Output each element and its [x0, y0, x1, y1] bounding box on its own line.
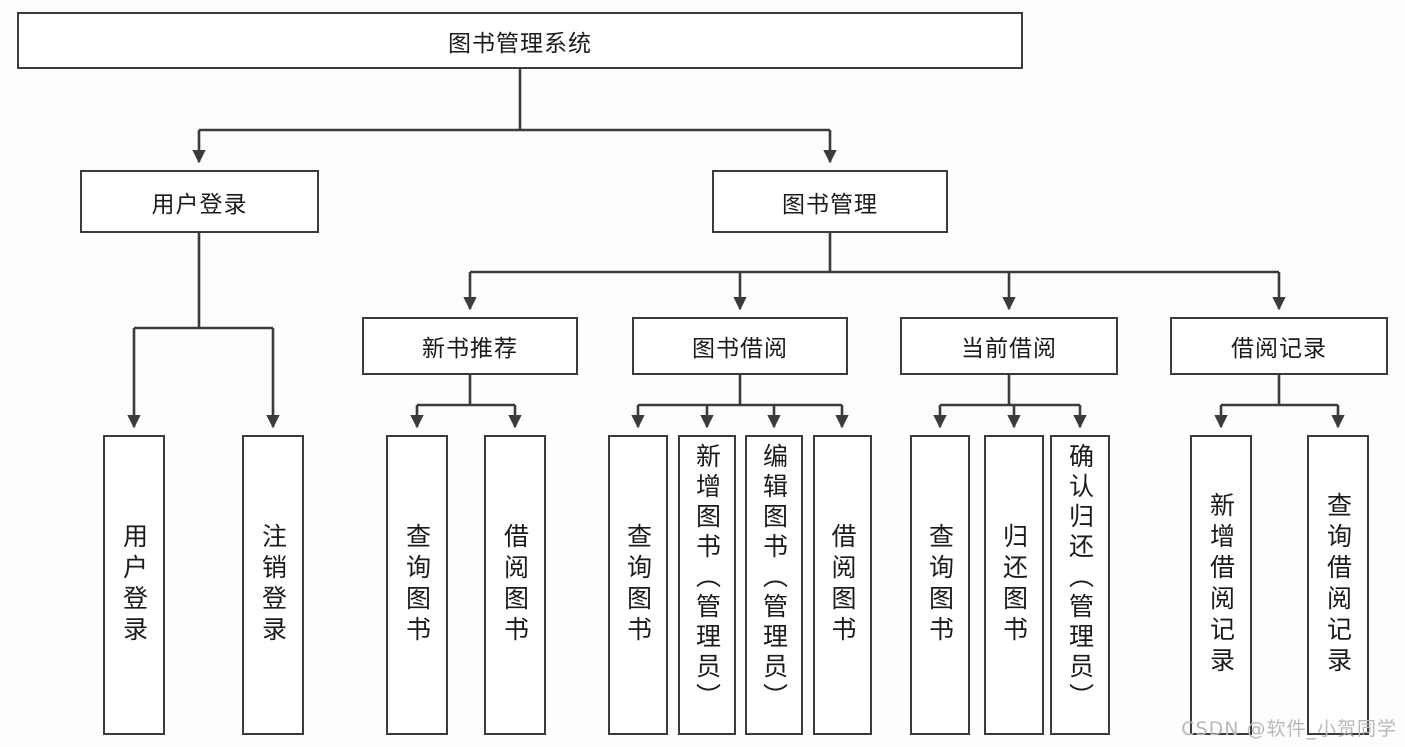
watermark: CSDN @软件_小贺同学: [1181, 718, 1397, 740]
node-level2-user-login[interactable]: 用户登录: [80, 170, 319, 233]
node-root[interactable]: 图书管理系统: [17, 12, 1023, 69]
node-leaf-add-book-admin[interactable]: 新增图书（管理员）: [678, 435, 736, 735]
node-level3-book-borrow[interactable]: 图书借阅: [632, 317, 848, 375]
node-leaf-logout[interactable]: 注销登录: [242, 435, 304, 735]
node-level2-book-management[interactable]: 图书管理: [712, 170, 948, 233]
node-leaf-query-books-borrow[interactable]: 查询图书: [608, 435, 668, 735]
node-level3-new-book-recommend[interactable]: 新书推荐: [362, 317, 578, 375]
node-leaf-query-books-recommend[interactable]: 查询图书: [386, 435, 448, 735]
node-leaf-query-borrow-record[interactable]: 查询借阅记录: [1307, 435, 1369, 735]
node-leaf-borrow-books-recommend[interactable]: 借阅图书: [484, 435, 546, 735]
node-level3-borrow-records[interactable]: 借阅记录: [1170, 317, 1388, 375]
node-leaf-confirm-return-admin[interactable]: 确认归还（管理员）: [1050, 435, 1110, 735]
node-leaf-edit-book-admin[interactable]: 编辑图书（管理员）: [745, 435, 803, 735]
node-leaf-user-login[interactable]: 用户登录: [103, 435, 165, 735]
node-level3-current-borrow[interactable]: 当前借阅: [900, 317, 1118, 375]
node-leaf-return-book[interactable]: 归还图书: [984, 435, 1044, 735]
node-leaf-borrow-book[interactable]: 借阅图书: [813, 435, 872, 735]
node-leaf-add-borrow-record[interactable]: 新增借阅记录: [1190, 435, 1252, 735]
node-leaf-query-books-current[interactable]: 查询图书: [910, 435, 970, 735]
